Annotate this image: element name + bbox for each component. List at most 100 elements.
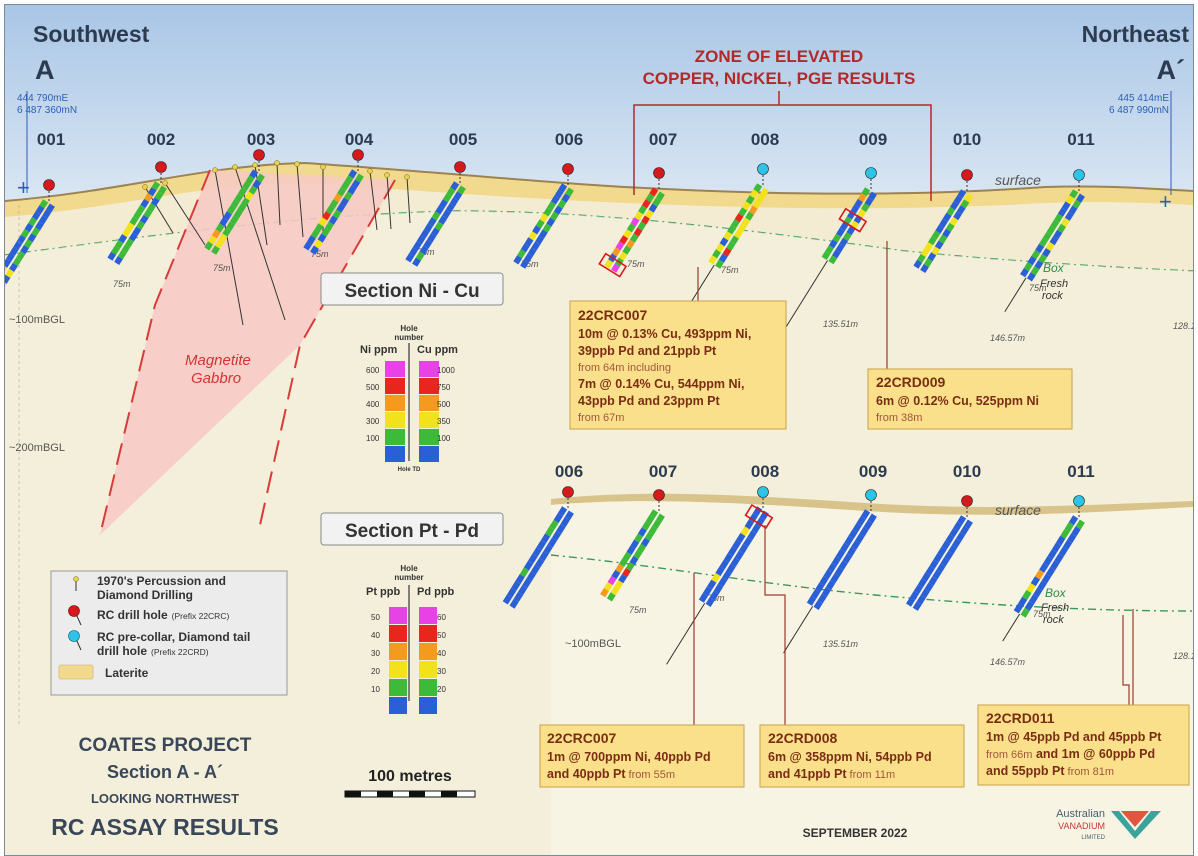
callout-22crd009 (867, 368, 1073, 430)
callout-1-line4: 7m @ 0.14% Cu, 544ppm Ni, (578, 377, 744, 391)
assay-segment (1035, 243, 1045, 253)
assay-segment (9, 246, 19, 256)
assay-segment (434, 221, 444, 231)
ramp-swatch (389, 643, 407, 660)
logo-text-2: VANADIUM (1058, 821, 1105, 831)
assay-segment (842, 553, 852, 564)
pt-tick-50: 50 (371, 613, 380, 622)
ramp-swatch (419, 607, 437, 624)
laterite-swatch (58, 664, 94, 680)
assay-segment (945, 222, 955, 232)
assay-segment (825, 245, 834, 255)
assay-segment (329, 199, 339, 209)
right-northing: 6 487 990mN (1109, 105, 1169, 116)
drill-hole: 75m (598, 167, 739, 278)
assay-segment (211, 229, 221, 239)
assay-segment (831, 555, 841, 566)
assay-segment (238, 187, 247, 197)
assay-segment (839, 237, 848, 247)
assay-segment (420, 229, 430, 239)
assay-segment (313, 239, 323, 249)
drill-hole: 75m (513, 163, 645, 269)
historic-hole (164, 182, 206, 246)
drill-hole: 135.51m (666, 486, 859, 665)
pd-tick-40: 40 (437, 649, 446, 658)
assay-segment (1039, 237, 1048, 247)
pd-tick-60: 60 (437, 613, 446, 622)
assay-segment (913, 259, 923, 269)
crd-collar-icon (1073, 169, 1085, 181)
assay-segment (133, 210, 142, 220)
assay-segment (745, 195, 755, 205)
depth-100-bottom: ~100mBGL (565, 638, 621, 650)
ramp-swatch (389, 679, 407, 696)
assay-segment (147, 187, 157, 197)
callout-5-line1: 1m @ 45ppb Pd and 45ppb Pt (986, 730, 1162, 744)
assay-segment (1072, 199, 1082, 209)
assay-segment (931, 246, 940, 256)
assay-segment (1067, 533, 1077, 544)
assay-segment (610, 586, 620, 596)
assay-segment (913, 584, 923, 595)
diamond-tail (783, 606, 814, 654)
assay-segment (949, 217, 959, 227)
assay-segment (107, 251, 117, 261)
assay-segment (27, 233, 37, 243)
callout-5-line3: and 55ppb Pt from 81m (986, 764, 1114, 778)
assay-segment (738, 207, 748, 217)
assay-segment (234, 193, 244, 203)
callout-3-line1: 1m @ 700ppm Ni, 40ppb Pd (547, 750, 711, 764)
hole-depth-label: 75m (1029, 283, 1047, 293)
assay-segment (956, 205, 966, 215)
assay-segment (1064, 211, 1074, 221)
assay-segment (453, 191, 463, 201)
hole-id-label: 011 (1067, 462, 1094, 481)
assay-segment (851, 540, 861, 550)
assay-segment (625, 562, 635, 572)
assay-segment (937, 546, 947, 557)
assay-segment (122, 228, 131, 238)
assay-segment (835, 549, 846, 560)
hole-depth-label: 75m (1033, 609, 1051, 619)
historic-hole (369, 170, 378, 231)
assay-segment (715, 566, 725, 577)
assay-segment (9, 262, 18, 272)
ramp-swatch (389, 607, 407, 624)
assay-segment (821, 586, 832, 597)
assay-segment (35, 221, 44, 231)
assay-segment (16, 251, 26, 261)
box-label-top: Box (1043, 261, 1065, 275)
assay-segment (963, 519, 973, 529)
assay-segment (31, 227, 41, 237)
assay-segment (1056, 535, 1066, 546)
assay-segment (1050, 560, 1060, 571)
assay-segment (523, 253, 533, 263)
assay-segment (932, 569, 942, 580)
assay-segment (830, 573, 840, 584)
assay-segment (745, 211, 754, 221)
assay-segment (1053, 229, 1063, 240)
assay-segment (244, 191, 254, 201)
assay-segment (535, 219, 545, 229)
ramp-swatch (419, 697, 437, 714)
right-easting: 445 414mE (1118, 93, 1169, 104)
gabbro-label-1: Magnetite (185, 352, 251, 369)
assay-segment (546, 217, 556, 227)
assay-segment (553, 513, 563, 523)
assay-segment (136, 220, 145, 230)
assay-segment (1050, 219, 1060, 229)
hole-depth-label: 146.57m (990, 657, 1026, 667)
assay-segment (863, 520, 873, 530)
assay-segment (931, 230, 941, 240)
assay-segment (611, 247, 621, 257)
assay-segment (705, 597, 715, 607)
assay-segment (734, 550, 744, 561)
assay-segment (734, 213, 744, 223)
drill-hole: 128.1m (1004, 169, 1193, 331)
assay-segment (117, 250, 127, 260)
assay-segment (530, 564, 540, 575)
assay-segment (867, 513, 877, 524)
assay-segment (941, 540, 951, 550)
assay-segment (640, 537, 650, 547)
callout-1-line2: 39ppb Pd and 21ppb Pt (578, 344, 717, 358)
